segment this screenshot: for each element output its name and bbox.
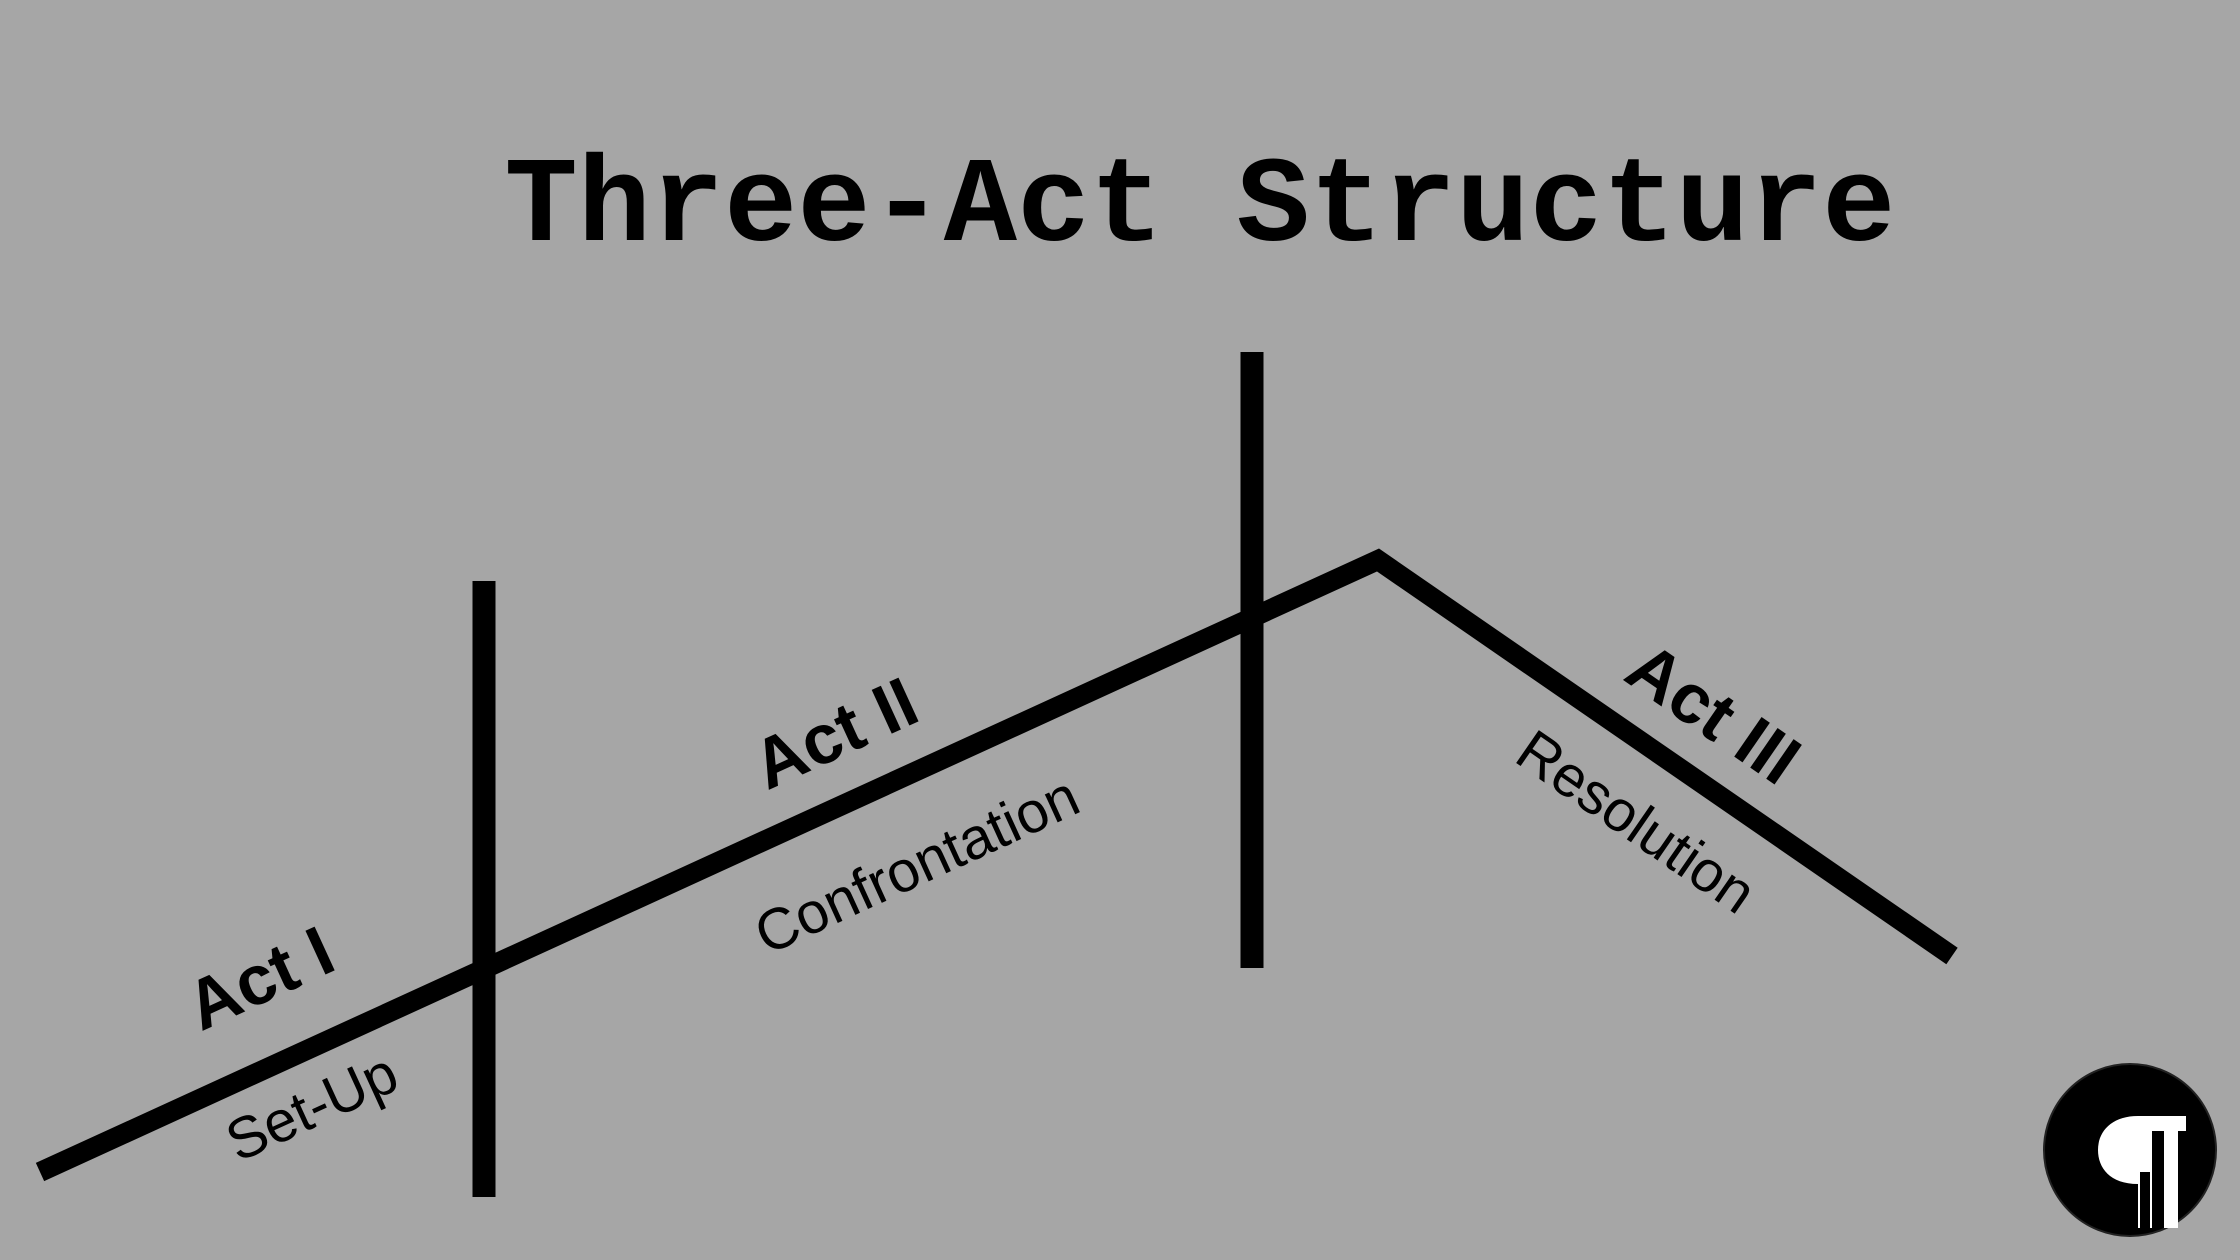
pilcrow-icon bbox=[2098, 1116, 2186, 1228]
act-label-3: Act III bbox=[1613, 627, 1814, 799]
phase-label-confrontation: Confrontation bbox=[745, 763, 1089, 967]
act-label-1: Act I bbox=[175, 911, 345, 1045]
logo-badge bbox=[2043, 1063, 2217, 1237]
diagram-title: Three-Act Structure bbox=[504, 138, 1895, 277]
phase-label-setup: Set-Up bbox=[216, 1040, 407, 1174]
